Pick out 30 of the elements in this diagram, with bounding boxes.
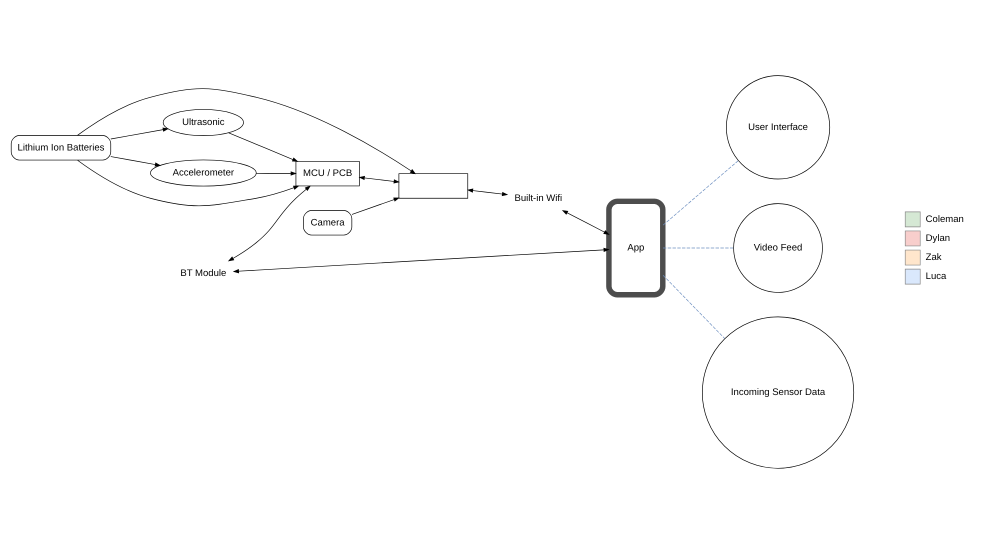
connector	[662, 274, 726, 338]
connector	[662, 160, 739, 225]
arrow	[256, 170, 297, 176]
node-box: MCU / PCB	[296, 160, 360, 186]
arrow	[110, 127, 169, 139]
node-circle: User Interface	[726, 74, 830, 179]
arrow	[228, 132, 298, 162]
arrow	[110, 156, 162, 166]
node-box: Camera	[303, 210, 352, 235]
arrow	[77, 88, 416, 174]
node-ellipse: Accelerometer	[150, 159, 257, 186]
node-text: BT Module	[180, 267, 226, 278]
node-box: Lithium Ion Batteries	[10, 134, 112, 160]
legend-label: Zak	[926, 252, 942, 263]
arrow	[466, 188, 508, 196]
node-box	[398, 172, 468, 198]
legend-label: Dylan	[926, 232, 950, 244]
arrow	[232, 247, 610, 273]
arrow	[562, 210, 610, 234]
node-text: Built-in Wifi	[514, 192, 562, 204]
node-circle: Video Feed	[733, 202, 823, 292]
legend-label: Coleman	[926, 213, 964, 224]
legend-label: Luca	[926, 270, 946, 282]
node-box: App	[606, 198, 666, 297]
arrow	[77, 159, 300, 206]
node-circle: Incoming Sensor Data	[702, 316, 854, 468]
arrow	[228, 185, 311, 261]
arrow	[352, 197, 400, 214]
connector	[662, 247, 734, 248]
arrow	[358, 175, 400, 184]
